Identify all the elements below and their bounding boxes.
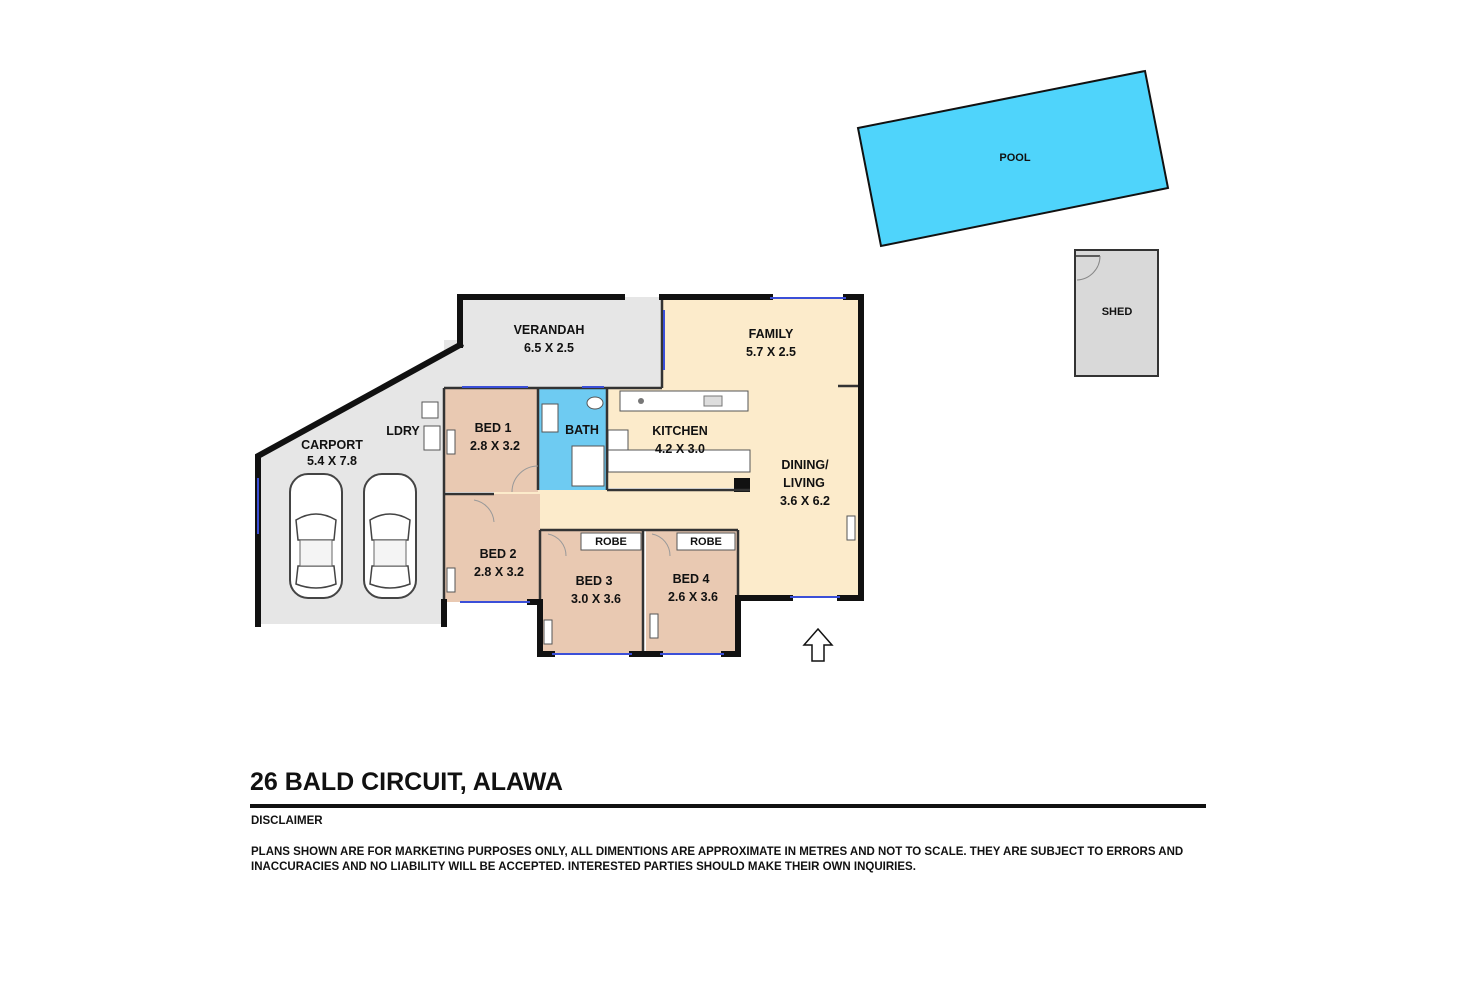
robe3-label: ROBE (595, 536, 627, 548)
dining-size: 3.6 X 6.2 (780, 494, 830, 508)
aircon-icon (543, 619, 553, 645)
title-divider (250, 804, 1206, 808)
bed2-label: BED 2 (480, 547, 517, 561)
shower-icon (571, 445, 605, 487)
robe-bed4 (676, 532, 736, 551)
laundry-label: LDRY (386, 424, 420, 438)
pool-area (856, 69, 1170, 248)
car-icon (289, 473, 343, 599)
dining-label: DINING/ (781, 458, 829, 472)
carport-label: CARPORT (301, 438, 363, 452)
pool-label: POOL (999, 152, 1030, 164)
laundry-tub-icon (421, 401, 439, 419)
bed1-area (444, 388, 538, 492)
shed-area (1074, 249, 1159, 377)
kitchen-size: 4.2 X 3.0 (655, 442, 705, 456)
bed3-area (540, 530, 643, 654)
aircon-icon (446, 567, 456, 593)
verandah-area (444, 297, 662, 388)
aircon-icon (446, 429, 456, 455)
bed4-area (646, 530, 738, 654)
entry-arrow-icon (802, 627, 834, 662)
sink-icon (638, 398, 644, 404)
bed3-label: BED 3 (576, 574, 613, 588)
verandah-size: 6.5 X 2.5 (524, 341, 574, 355)
disclaimer-heading: DISCLAIMER (251, 815, 323, 827)
aircon-icon (846, 515, 856, 541)
carport-area (258, 345, 460, 624)
shed-label: SHED (1102, 306, 1133, 318)
property-address-title: 26 BALD CIRCUIT, ALAWA (250, 768, 563, 796)
dining-area (738, 388, 861, 598)
kitchen-sink-icon (703, 395, 723, 407)
washer-icon (423, 425, 441, 451)
kitchen-label: KITCHEN (652, 424, 708, 438)
bed4-size: 2.6 X 3.6 (668, 590, 718, 604)
bed2-size: 2.8 X 3.2 (474, 565, 524, 579)
disclaimer-text: PLANS SHOWN ARE FOR MARKETING PURPOSES O… (251, 846, 1184, 873)
bed1-size: 2.8 X 3.2 (470, 439, 520, 453)
bed1-label: BED 1 (475, 421, 512, 435)
toilet-icon (586, 396, 604, 410)
aircon-icon (649, 613, 659, 639)
family-label: FAMILY (749, 327, 794, 341)
bed3-size: 3.0 X 3.6 (571, 592, 621, 606)
verandah-label: VERANDAH (514, 323, 585, 337)
living-label: LIVING (783, 476, 825, 490)
robe-bed3 (580, 532, 642, 551)
robe4-label: ROBE (690, 536, 722, 548)
carport-size: 5.4 X 7.8 (307, 454, 357, 468)
fridge-space (734, 478, 750, 492)
bath-label: BATH (565, 423, 599, 437)
vanity-icon (541, 403, 559, 433)
bed4-label: BED 4 (673, 572, 710, 586)
family-size: 5.7 X 2.5 (746, 345, 796, 359)
family-area (662, 297, 861, 389)
bed2-area (444, 494, 540, 602)
car-icon (363, 473, 417, 599)
